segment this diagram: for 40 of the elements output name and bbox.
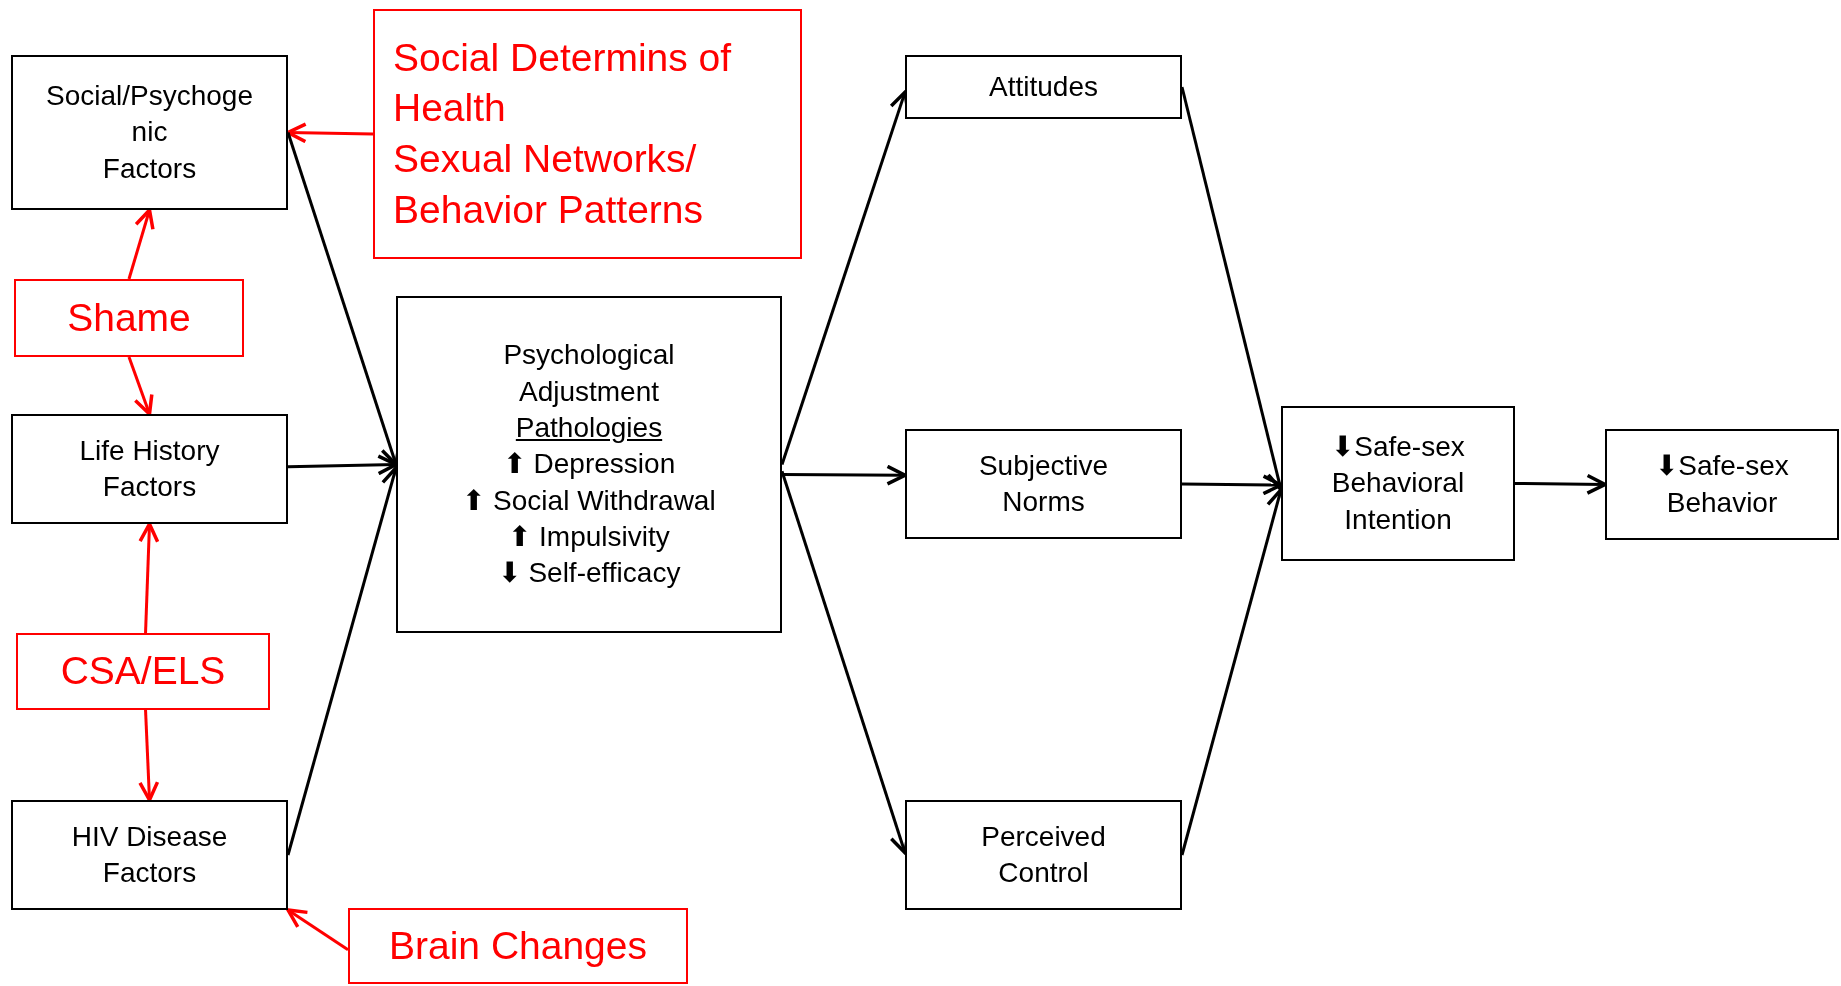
arrow [782,464,907,486]
concept-box [11,800,288,910]
box-text: Psychological Adjustment [502,338,676,409]
box-text: Sexual Networks/ Behavior Patterns [393,136,704,233]
concept-box [396,296,782,633]
box-text: Subjective Norms [977,448,1110,519]
arrow [127,356,154,416]
arrow [287,454,398,476]
box-text: CSA/ELS [60,648,226,695]
concept-box [11,55,288,210]
annotation-box [373,9,802,259]
box-text: Social Determins of Health [393,34,733,132]
box-text: Shame [67,294,191,341]
arrow [1515,473,1607,495]
box-text: Perceived Control [980,819,1107,890]
concept-box [905,800,1182,910]
concept-box [905,429,1182,539]
box-text: ⬆ Social Withdrawal [462,483,716,518]
concept-box [1605,429,1839,540]
arrow [286,908,349,952]
box-text: Life History Factors [78,433,221,504]
arrow [138,522,160,634]
box-text: ⬇Safe-sex Behavioral Intention [1330,429,1466,537]
box-text: ⬆ Impulsivity [508,520,670,555]
box-text: ⬆ Depression [502,447,676,482]
box-text: HIV Disease Factors [70,819,229,890]
annotation-box [14,279,244,357]
box-text: ⬇ Self-efficacy [497,556,681,591]
arrow [127,208,155,280]
concept-box [11,414,288,524]
box-text: ⬇Safe-sex Behavior [1654,449,1790,520]
box-text: Brain Changes [389,922,647,969]
box-text: Attitudes [989,69,1098,104]
annotation-box [16,633,270,710]
box-text: Pathologies [515,410,663,445]
box-text: Social/Psychoge nic Factors [46,78,253,186]
annotation-box [348,908,688,984]
concept-box [1281,406,1515,561]
arrow [138,709,160,802]
concept-box [905,55,1182,119]
